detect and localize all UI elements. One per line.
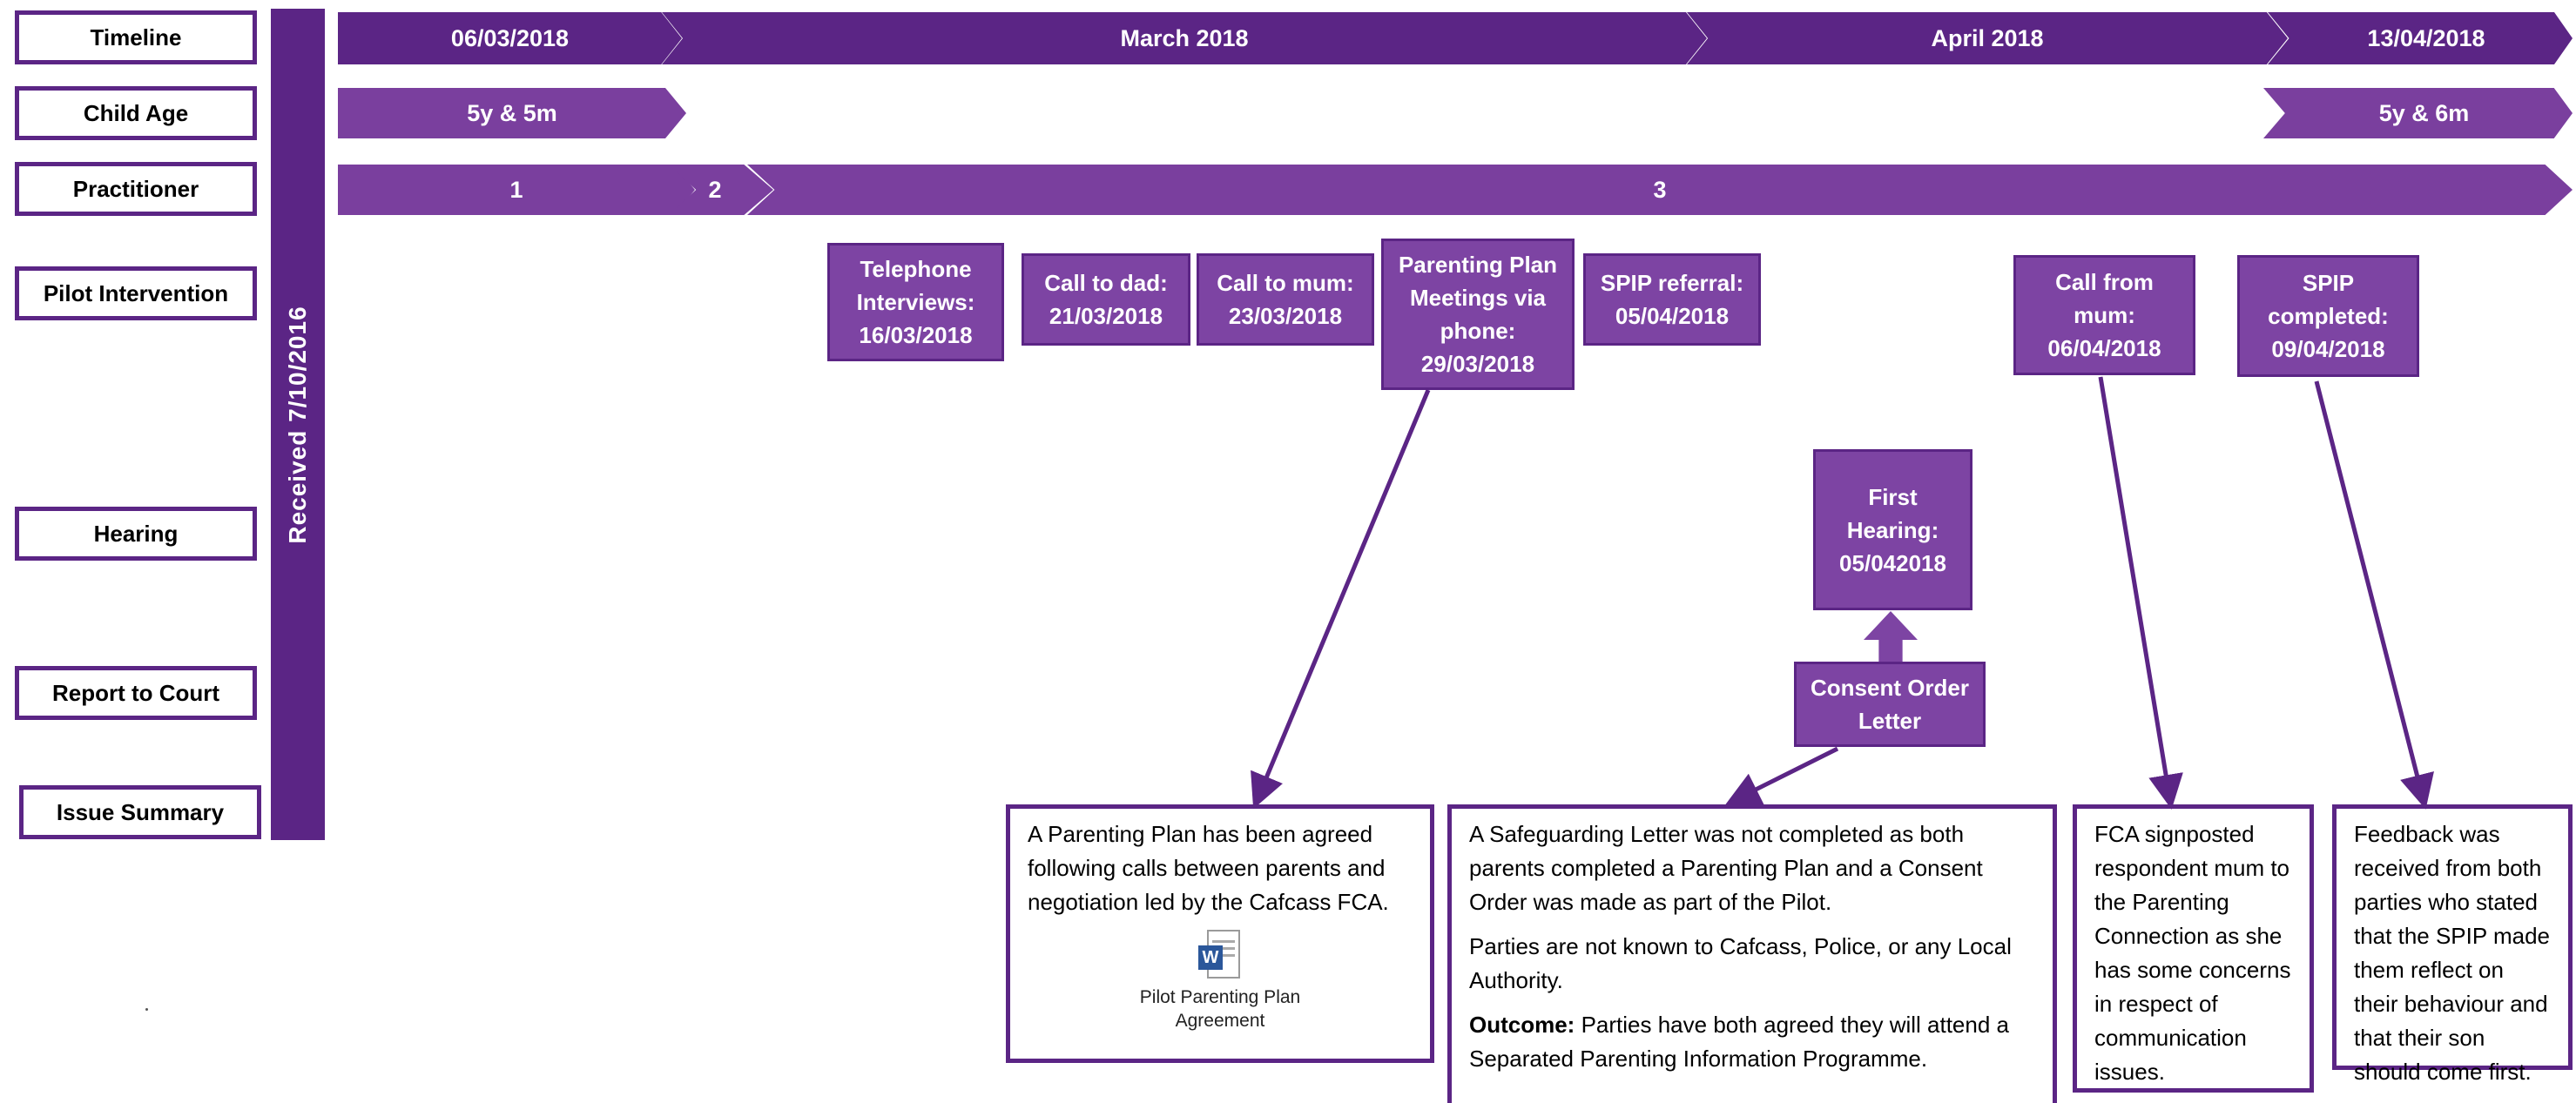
parenting-plan-summary-text: A Parenting Plan has been agreed followi… — [1028, 821, 1389, 915]
feedback-summary: Feedback was received from both parties … — [2332, 804, 2573, 1085]
child-age-start-label: 5y & 5m — [467, 99, 557, 126]
practitioner-3-label: 3 — [1653, 176, 1667, 203]
timeline-start-date: 06/03/2018 — [450, 24, 570, 51]
timeline-segment-end-date: 13/04/2018 — [2268, 12, 2573, 64]
call-to-dad-label: Call to dad: 21/03/2018 — [1044, 270, 1168, 329]
practitioner-2-label: 2 — [708, 176, 722, 203]
parenting-plan-meetings-box: Parenting Plan Meetings via phone: 29/03… — [1381, 239, 1575, 390]
timeline-april: April 2018 — [1931, 24, 2044, 51]
word-document-icon[interactable]: W — [1198, 930, 1242, 980]
child-age-end-label: 5y & 6m — [2378, 99, 2470, 126]
spip-referral-box: SPIP referral: 05/04/2018 — [1583, 253, 1761, 346]
fca-signposted-text: FCA signposted respondent mum to the Par… — [2094, 821, 2291, 1085]
timeline-march: March 2018 — [1120, 24, 1249, 51]
timeline-end-date: 13/04/2018 — [2367, 24, 2485, 51]
call-to-dad-box: Call to dad: 21/03/2018 — [1022, 253, 1190, 346]
call-from-mum-label: Call from mum: 06/04/2018 — [2047, 269, 2161, 361]
outcome-label: Outcome: — [1469, 1012, 1575, 1038]
practitioner-1: 1 — [338, 165, 695, 215]
up-arrow-icon — [1864, 611, 1918, 663]
spip-referral-label: SPIP referral: 05/04/2018 — [1600, 270, 1744, 329]
row-label-practitioner: Practitioner — [15, 162, 257, 216]
first-hearing-label: First Hearing: 05/042018 — [1839, 483, 1946, 576]
safeguarding-summary-p1: A Safeguarding Letter was not completed … — [1469, 821, 1983, 915]
received-date-label: Received 7/10/2016 — [284, 305, 311, 544]
practitioner-1-label: 1 — [509, 176, 523, 203]
telephone-interviews-label: Telephone Interviews: 16/03/2018 — [856, 256, 975, 348]
row-label-timeline: Timeline — [15, 10, 257, 64]
call-from-mum-connector — [2098, 376, 2183, 810]
row-label-issue-summary: Issue Summary — [19, 785, 261, 839]
spip-completed-label: SPIP completed: 09/04/2018 — [2268, 270, 2389, 362]
consent-order-connector — [1725, 746, 1839, 805]
safeguarding-summary: A Safeguarding Letter was not completed … — [1447, 804, 2057, 1103]
parenting-plan-summary: A Parenting Plan has been agreed followi… — [1006, 804, 1434, 1063]
first-hearing-box: First Hearing: 05/042018 — [1813, 449, 1972, 610]
consent-order-letter-box: Consent Order Letter — [1794, 662, 1986, 747]
received-sidebar: Received 7/10/2016 — [271, 9, 325, 840]
stray-dot — [145, 1008, 148, 1011]
attachment-label: Pilot Parenting Plan Agreement — [1139, 987, 1301, 1031]
timeline-segment-april: April 2018 — [1687, 12, 2288, 64]
fca-signposted-summary: FCA signposted respondent mum to the Par… — [2073, 804, 2314, 1093]
row-label-child-age: Child Age — [15, 86, 257, 140]
consent-order-letter-label: Consent Order Letter — [1810, 675, 1970, 734]
row-label-hearing: Hearing — [15, 507, 257, 561]
row-label-pilot-intervention: Pilot Intervention — [15, 266, 257, 320]
call-from-mum-box: Call from mum: 06/04/2018 — [2013, 255, 2195, 375]
child-age-end: 5y & 6m — [2263, 88, 2573, 138]
telephone-interviews-box: Telephone Interviews: 16/03/2018 — [827, 243, 1004, 361]
safeguarding-outcome: Outcome: Parties have both agreed they w… — [1469, 1008, 2035, 1076]
outcome-text: Parties have both agreed they will atten… — [1469, 1012, 2009, 1072]
row-label-report-to-court: Report to Court — [15, 666, 257, 720]
attachment[interactable]: W Pilot Parenting Plan Agreement — [1028, 930, 1413, 1032]
child-age-start: 5y & 5m — [338, 88, 686, 138]
call-to-mum-box: Call to mum: 23/03/2018 — [1197, 253, 1374, 346]
timeline-segment-start-date: 06/03/2018 — [338, 12, 682, 64]
spip-completed-box: SPIP completed: 09/04/2018 — [2237, 255, 2419, 377]
timeline-segment-march: March 2018 — [662, 12, 1707, 64]
practitioner-3: 3 — [747, 165, 2573, 215]
parenting-plan-connector — [1251, 389, 1431, 810]
spip-completed-connector — [2314, 380, 2434, 810]
safeguarding-summary-p2: Parties are not known to Cafcass, Police… — [1469, 933, 2012, 993]
parenting-plan-meetings-label: Parenting Plan Meetings via phone: 29/03… — [1398, 252, 1558, 377]
call-to-mum-label: Call to mum: 23/03/2018 — [1217, 270, 1354, 329]
feedback-text: Feedback was received from both parties … — [2354, 821, 2550, 1085]
